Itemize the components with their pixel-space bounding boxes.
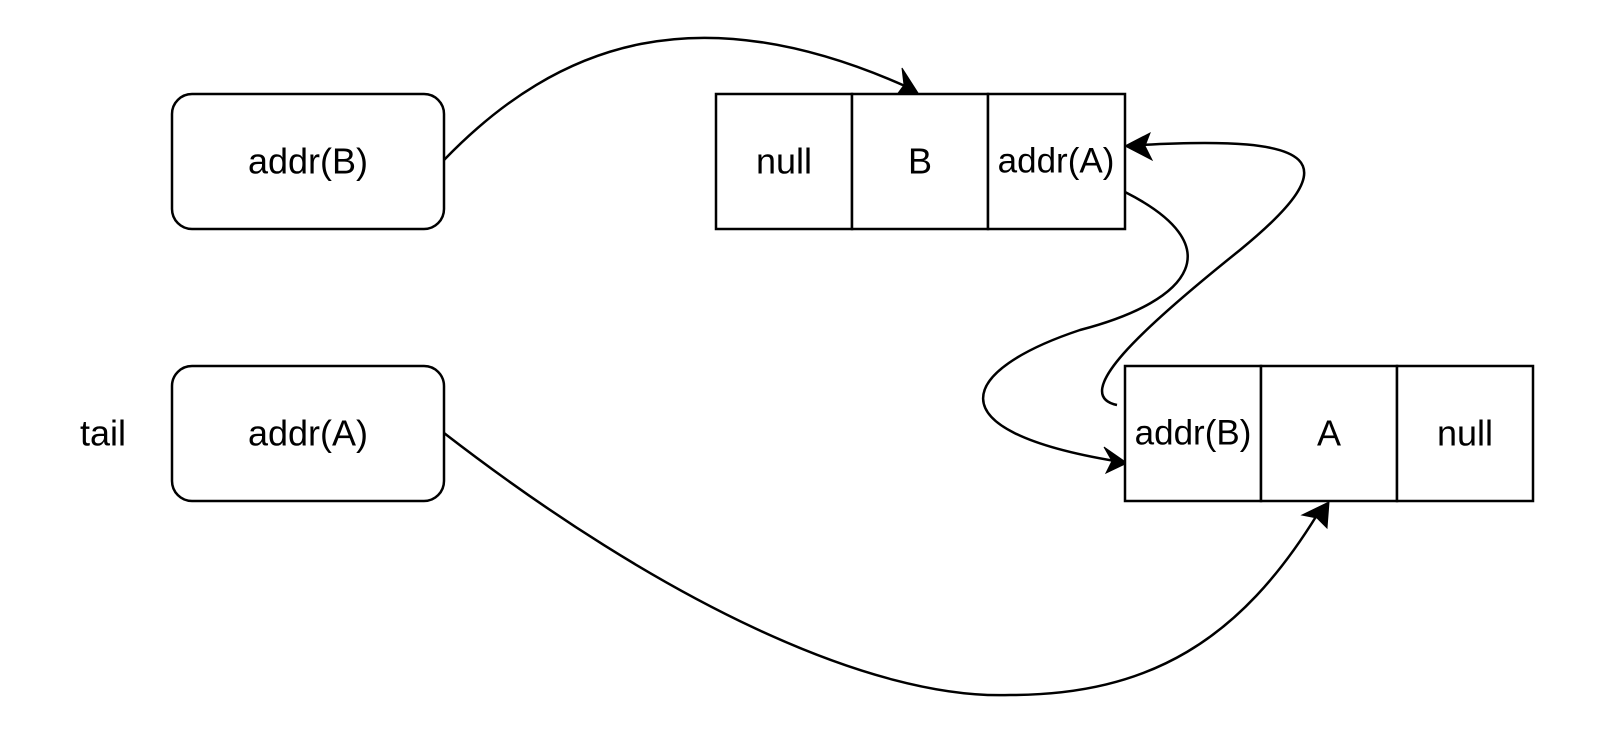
arrowhead-node-b-next-to-node-a <box>1103 446 1128 475</box>
node-a-prev-cell <box>1123 364 1263 503</box>
tail-pointer: tail addr(A) <box>80 364 446 503</box>
node-b-next-text: addr(A) <box>998 142 1115 181</box>
node-b-next-cell <box>986 92 1127 231</box>
tail-pointer-box <box>170 364 446 503</box>
head-pointer-box <box>170 92 446 231</box>
arrowhead-head-to-node-b <box>894 67 919 97</box>
edge-tail-to-node-a <box>443 432 1319 697</box>
edge-node-a-prev-to-node-b <box>1100 141 1306 407</box>
arrowhead-node-a-prev-to-node-b <box>1123 131 1154 162</box>
arrowhead-tail-to-node-a <box>1300 501 1330 530</box>
node-a: addr(B) A null <box>1123 364 1535 503</box>
node-a-prev-text: addr(B) <box>1135 414 1252 453</box>
node-a-next-text: null <box>1437 413 1493 454</box>
edge-node-b-next-to-node-a <box>981 190 1189 463</box>
edges <box>443 36 1330 697</box>
head-pointer-value: addr(B) <box>248 141 368 182</box>
tail-pointer-value: addr(A) <box>248 413 368 454</box>
edge-head-to-node-b <box>443 36 906 161</box>
node-a-value-text: A <box>1317 413 1341 454</box>
node-b-value-text: B <box>908 141 932 182</box>
node-a-next-cell <box>1395 364 1535 503</box>
node-b: null B addr(A) <box>714 92 1127 231</box>
head-pointer: addr(B) <box>170 92 446 231</box>
node-b-value-cell <box>850 92 990 231</box>
tail-label: tail <box>80 413 126 454</box>
node-b-prev-text: null <box>756 141 812 182</box>
